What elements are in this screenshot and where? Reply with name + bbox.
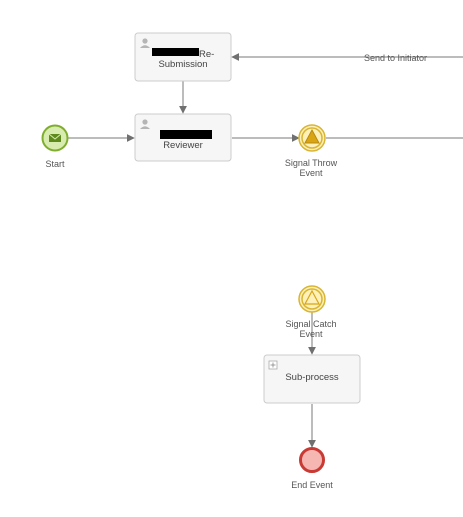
start-event-label: Start [45, 159, 65, 169]
task-resubmission[interactable]: Re- Submission [134, 32, 232, 82]
redaction-bar [152, 48, 199, 56]
filled-triangle-icon [304, 128, 320, 144]
task-resubmission-label-2: Submission [158, 59, 207, 70]
envelope-icon [48, 133, 62, 142]
task-resubmission-label-1: Re- [199, 49, 214, 60]
signal-catch-event[interactable] [298, 285, 326, 313]
signal-throw-label-2: Event [299, 168, 323, 178]
expand-plus-icon[interactable] [268, 360, 278, 370]
signal-throw-event[interactable] [298, 124, 326, 152]
user-icon [140, 38, 150, 48]
redaction-bar [160, 130, 212, 139]
task-reviewer[interactable]: Reviewer [134, 113, 232, 162]
task-reviewer-label: Reviewer [163, 140, 203, 151]
subprocess-label: Sub-process [285, 372, 339, 383]
flow-send-to-initiator-label: Send to Initiator [364, 53, 427, 63]
end-event[interactable] [299, 447, 325, 473]
outline-triangle-icon [303, 289, 321, 305]
signal-throw-label-1: Signal Throw [285, 158, 338, 168]
subprocess[interactable]: Sub-process [263, 354, 361, 404]
signal-catch-label-1: Signal Catch [285, 319, 336, 329]
end-event-label: End Event [291, 480, 333, 490]
user-icon [140, 119, 150, 129]
start-event[interactable] [41, 124, 69, 152]
signal-catch-label-2: Event [299, 329, 323, 339]
